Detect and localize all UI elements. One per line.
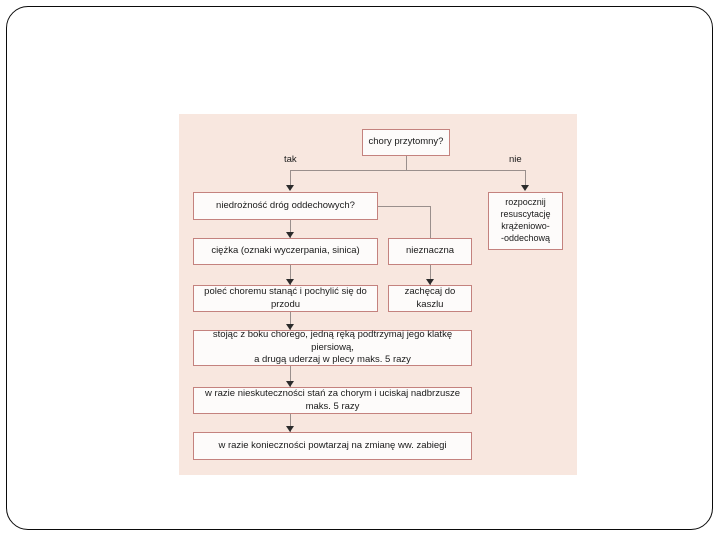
node-w-razie-koniecznosci[interactable]: w razie konieczności powtarzaj na zmianę… <box>193 432 472 460</box>
node-line-1: rozpocznij <box>505 197 546 208</box>
node-label: zachęcaj do kaszlu <box>404 285 456 310</box>
arrowhead-to-n2 <box>286 185 295 191</box>
connector-nie-down <box>525 170 527 186</box>
node-stojac-z-boku-chorego[interactable]: stojąc z boku chorego, jedną ręką podtrz… <box>193 329 472 366</box>
connector-split-bar <box>290 170 525 172</box>
node-nieznaczna[interactable]: nieznaczna <box>388 238 472 265</box>
connector-n8-to-n9 <box>290 366 292 387</box>
node-line-3: krążeniowo- <box>501 221 550 231</box>
connector-n4-to-n6 <box>290 265 292 285</box>
connector-n1-down <box>406 156 408 171</box>
node-label: nieznaczna <box>405 245 455 257</box>
edge-label-nie: nie <box>509 154 522 165</box>
connector-n9-to-n10 <box>290 414 292 432</box>
connector-n6-to-n8 <box>290 312 292 330</box>
node-label: chory przytomny? <box>368 136 444 148</box>
arrowhead-to-n6 <box>286 279 295 285</box>
node-line-4: -oddechową <box>500 232 551 243</box>
arrowhead-to-n8 <box>286 324 295 330</box>
node-label: ciężka (oznaki wyczerpania, sinica) <box>211 245 360 257</box>
connector-n5-to-n7 <box>430 265 432 285</box>
connector-n2-to-n4 <box>290 220 292 238</box>
arrowhead-to-n3 <box>521 185 530 191</box>
connector-n2-to-n5-vertical <box>430 206 432 238</box>
arrowhead-to-n10 <box>286 426 295 432</box>
node-label: poleć choremu stanąć i pochylić się do p… <box>204 285 367 310</box>
node-label: niedrożność dróg oddechowych? <box>216 199 355 211</box>
node-w-razie-nieskutecznosci[interactable]: w razie nieskuteczności stań za chorym i… <box>193 387 472 414</box>
node-line-1: stojąc z boku chorego, jedną ręką podtrz… <box>212 329 453 353</box>
node-niedroznosc-drog-oddechowych[interactable]: niedrożność dróg oddechowych? <box>193 192 378 220</box>
arrowhead-to-n7 <box>426 279 435 285</box>
connector-tak-down <box>290 170 292 186</box>
diagram-panel: tak nie chory przytomny? niedrożność dró… <box>179 114 577 475</box>
node-chory-przytomny[interactable]: chory przytomny? <box>362 129 450 156</box>
node-label: w razie konieczności powtarzaj na zmianę… <box>218 439 447 451</box>
node-line-2: a drugą uderzaj w plecy maks. 5 razy <box>254 354 411 366</box>
node-zachecaj-do-kaszlu[interactable]: zachęcaj do kaszlu <box>388 285 472 312</box>
node-polec-choremu-stanac[interactable]: poleć choremu stanąć i pochylić się do p… <box>193 285 378 312</box>
slide-frame-border <box>6 6 713 530</box>
node-line-2: resuscytację <box>500 209 551 220</box>
node-rozpocznij-resuscytacje[interactable]: rozpocznij resuscytację krążeniowo- -odd… <box>488 192 563 250</box>
node-ciezka-oznaki-wyczerpania[interactable]: ciężka (oznaki wyczerpania, sinica) <box>193 238 378 265</box>
node-label: w razie nieskuteczności stań za chorym i… <box>204 387 461 412</box>
connector-n2-to-n5-horizontal <box>378 206 430 208</box>
edge-label-tak: tak <box>284 154 297 165</box>
arrowhead-to-n9 <box>286 381 295 387</box>
arrowhead-to-n4 <box>286 232 295 238</box>
